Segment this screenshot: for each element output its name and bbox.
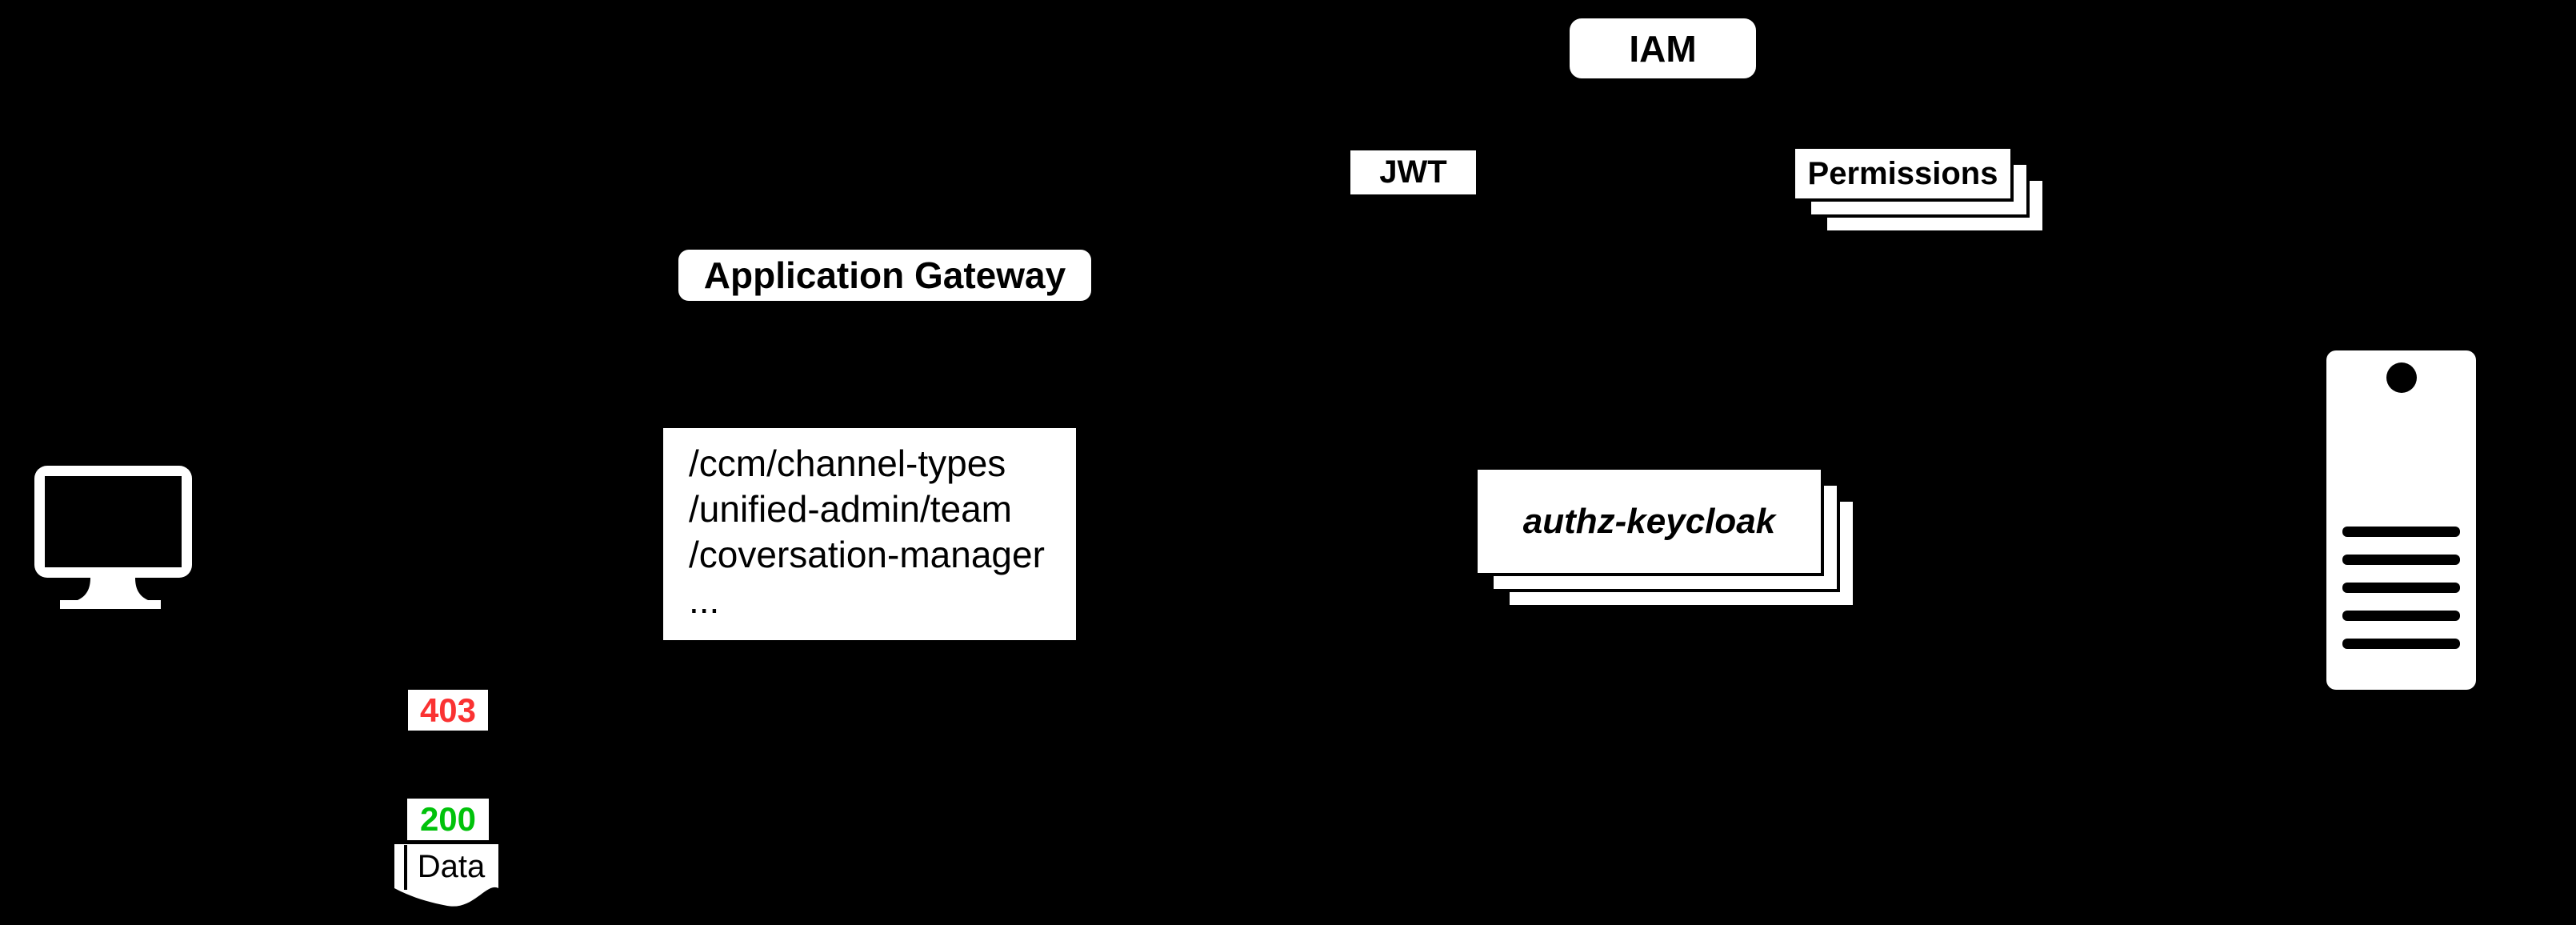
status-200-text: 200 — [419, 800, 477, 838]
route-line: /ccm/channel-types — [689, 442, 1006, 484]
node-iam: IAM — [1570, 18, 1756, 78]
permissions-label: Permissions — [1807, 155, 1998, 191]
status-403-text: 403 — [419, 691, 477, 729]
edge-label-200: 200 — [407, 799, 489, 840]
data-document-label: Data — [406, 848, 496, 884]
route-line: ... — [689, 579, 720, 621]
application-gateway-label: Application Gateway — [703, 254, 1066, 296]
authz-keycloak-label: authz-keycloak — [1522, 501, 1776, 541]
jwt-label: JWT — [1379, 154, 1447, 190]
node-application-gateway: Application Gateway — [678, 250, 1091, 301]
permissions-stack-front: Permissions — [1792, 146, 2014, 202]
route-line: /unified-admin/team — [689, 488, 1012, 530]
data-text: Data — [417, 848, 486, 884]
data-document-shape — [394, 844, 498, 907]
node-routes-list: /ccm/channel-types /unified-admin/team /… — [663, 428, 1076, 640]
server-tower-icon — [2326, 350, 2476, 690]
desktop-monitor-icon — [34, 466, 192, 609]
edge-label-jwt: JWT — [1350, 150, 1476, 194]
route-line: /coversation-manager — [689, 534, 1045, 575]
edge-label-403: 403 — [408, 690, 488, 731]
node-permissions: Permissions — [1792, 146, 2046, 234]
node-authz-keycloak: authz-keycloak — [1474, 467, 1856, 608]
authz-stack-front: authz-keycloak — [1474, 467, 1824, 576]
iam-label: IAM — [1629, 27, 1697, 70]
